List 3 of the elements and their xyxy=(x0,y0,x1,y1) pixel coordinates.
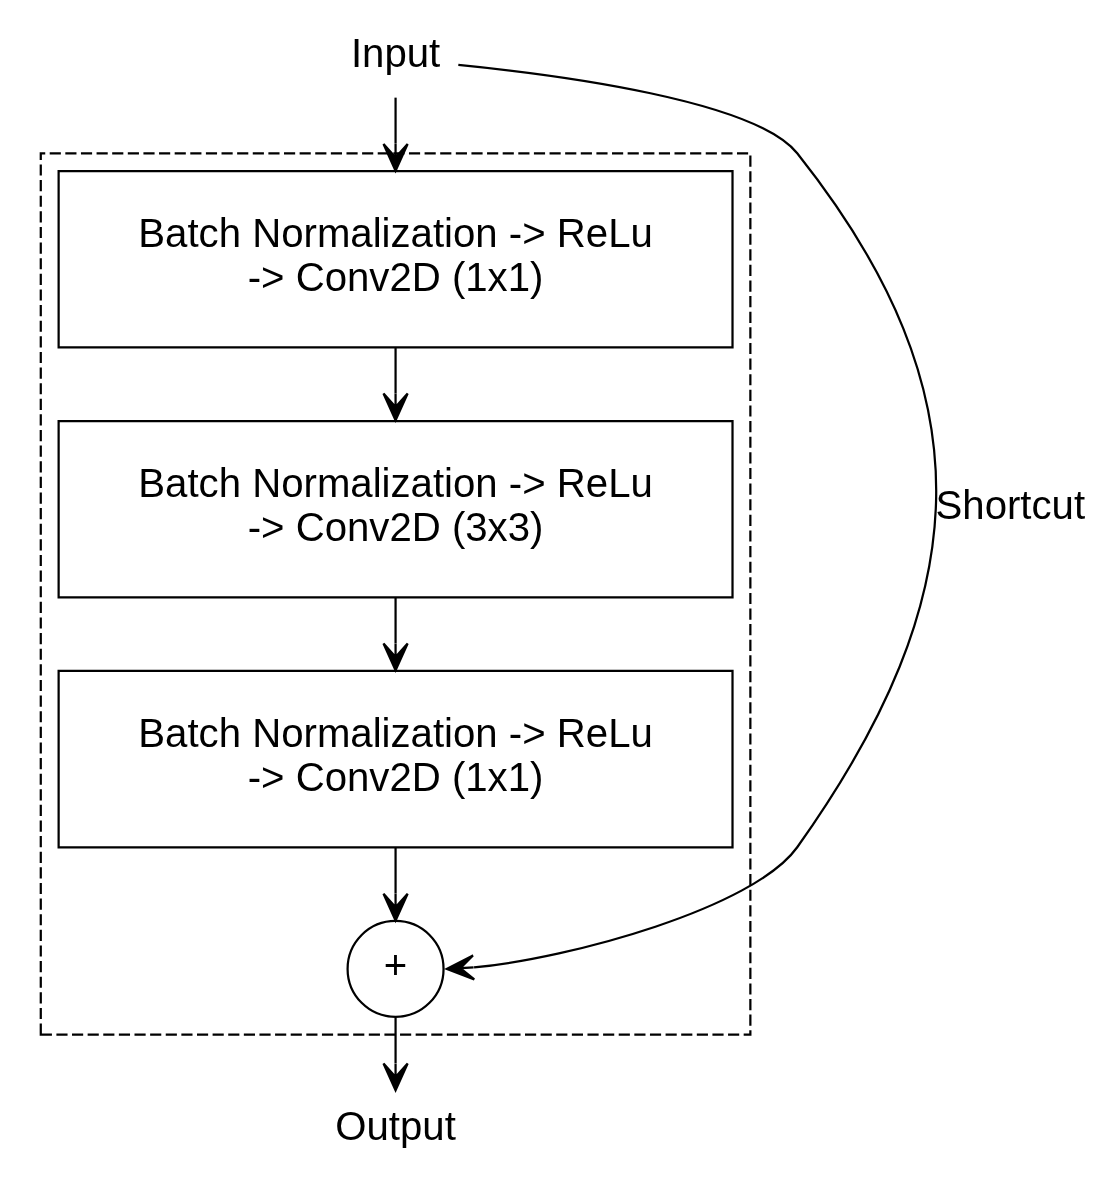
node-text: Input xyxy=(350,31,440,77)
edge-label: Shortcut xyxy=(935,483,1085,529)
node-text: Output xyxy=(334,1104,456,1150)
